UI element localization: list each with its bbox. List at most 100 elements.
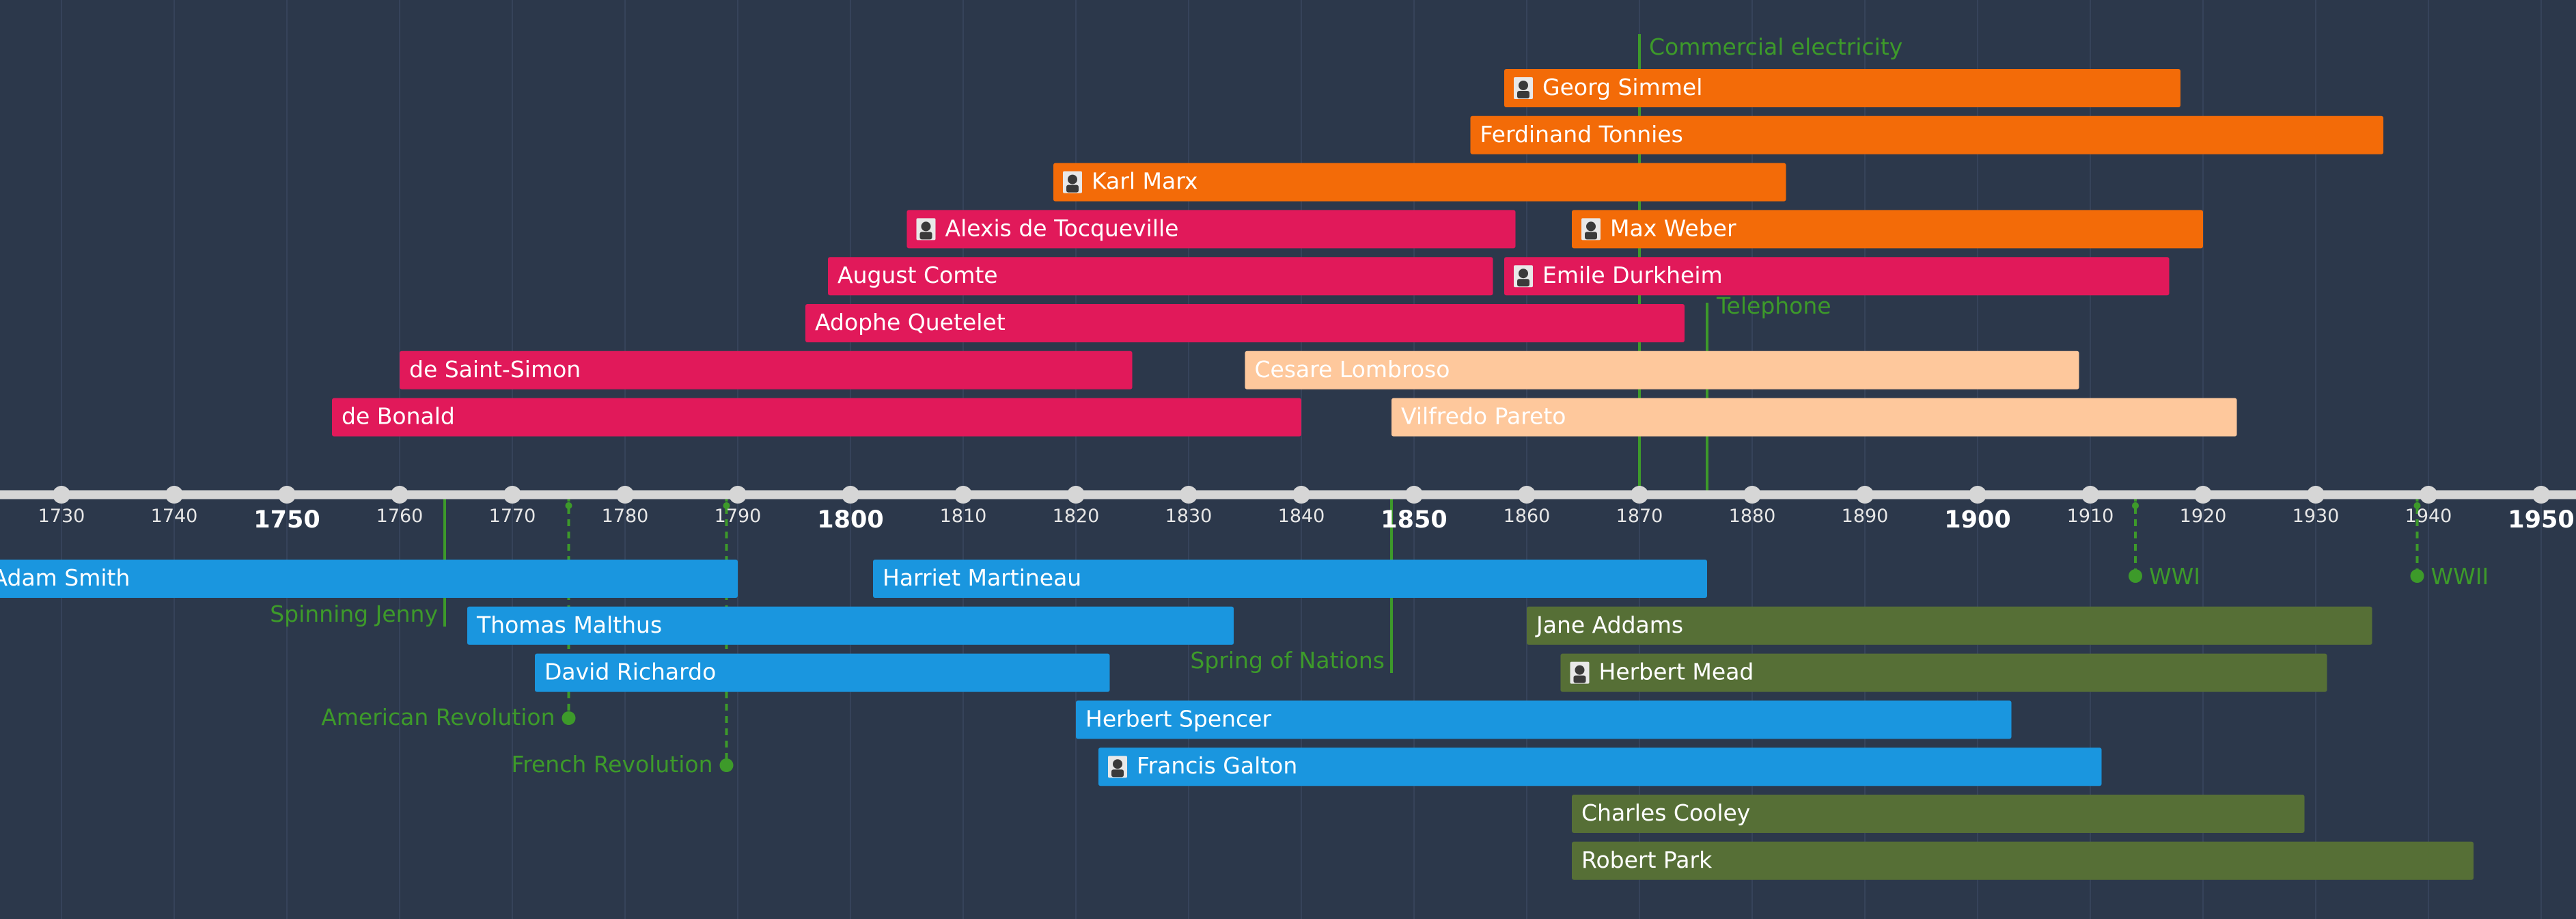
portrait-icon xyxy=(1063,171,1082,193)
axis-tick-dot xyxy=(165,486,183,504)
bar-rect[interactable] xyxy=(1572,795,2305,833)
tick-label: 1730 xyxy=(38,506,85,527)
axis-tick-dot xyxy=(2081,486,2099,504)
bar-rect[interactable] xyxy=(400,351,1133,389)
bar-rect[interactable] xyxy=(1527,606,2372,645)
axis-tick-dot xyxy=(954,486,972,504)
person-bar[interactable]: Harriet Martineau xyxy=(873,560,1707,598)
event-axis-dot xyxy=(565,502,572,509)
axis-tick-dot xyxy=(1292,486,1310,504)
person-name: de Bonald xyxy=(342,403,455,430)
bar-rect[interactable] xyxy=(1098,747,2102,786)
person-bar[interactable]: Emile Durkheim xyxy=(1504,257,2170,296)
tick-label: 1940 xyxy=(2405,506,2452,527)
event-marker xyxy=(2410,495,2424,583)
portrait-body xyxy=(1585,232,1597,240)
bar-rect[interactable] xyxy=(873,560,1707,598)
person-name: Vilfredo Pareto xyxy=(1401,403,1566,430)
person-bar[interactable]: Vilfredo Pareto xyxy=(1391,398,2237,437)
bar-rect[interactable] xyxy=(805,304,1685,342)
person-bar[interactable]: Francis Galton xyxy=(1098,747,2102,786)
person-bar[interactable]: de Bonald xyxy=(332,398,1301,437)
bar-rect[interactable] xyxy=(1053,163,1786,202)
axis-tick-dot xyxy=(391,486,408,504)
person-bar[interactable]: Cesare Lombroso xyxy=(1245,351,2079,389)
person-bar[interactable]: Herbert Mead xyxy=(1560,653,2327,692)
axis-tick-dot xyxy=(2194,486,2212,504)
portrait-body xyxy=(1517,279,1529,287)
bar-rect[interactable] xyxy=(1504,69,2180,107)
axis-tick-dot xyxy=(2307,486,2325,504)
major-tick-label: 1850 xyxy=(1381,506,1447,534)
person-bar[interactable]: David Richardo xyxy=(535,653,1110,692)
tick-label: 1930 xyxy=(2293,506,2340,527)
bar-rect[interactable] xyxy=(1076,700,2012,739)
event-label: Spinning Jenny xyxy=(270,601,438,627)
portrait-head xyxy=(1519,81,1528,90)
person-bar[interactable]: Herbert Spencer xyxy=(1076,700,2012,739)
person-bar[interactable]: Alexis de Tocqueville xyxy=(906,210,1516,249)
tick-label: 1740 xyxy=(151,506,198,527)
person-bar[interactable]: de Saint-Simon xyxy=(400,351,1133,389)
person-bar[interactable]: Jane Addams xyxy=(1527,606,2372,645)
tick-label: 1870 xyxy=(1616,506,1663,527)
axis-tick-dot xyxy=(1856,486,1874,504)
bar-rect[interactable] xyxy=(1470,115,2384,154)
portrait-head xyxy=(1575,665,1585,675)
person-name: Alexis de Tocqueville xyxy=(945,215,1179,241)
bar-rect[interactable] xyxy=(1391,398,2237,437)
major-tick-label: 1900 xyxy=(1944,506,2010,534)
person-name: Max Weber xyxy=(1610,215,1736,241)
tick-label: 1760 xyxy=(376,506,424,527)
axis-tick-dot xyxy=(729,486,747,504)
axis-tick-dot xyxy=(1405,486,1423,504)
portrait-icon xyxy=(1581,218,1601,241)
bar-rect[interactable] xyxy=(828,257,1493,296)
person-bar[interactable]: Thomas Malthus xyxy=(467,606,1234,645)
person-name: Herbert Mead xyxy=(1599,659,1754,685)
person-bar[interactable]: Ferdinand Tonnies xyxy=(1470,115,2384,154)
axis-tick-dot xyxy=(1969,486,1986,504)
person-bar[interactable]: August Comte xyxy=(828,257,1493,296)
person-name: Herbert Spencer xyxy=(1085,705,1271,732)
person-name: de Saint-Simon xyxy=(409,356,581,383)
event-dot xyxy=(719,758,734,772)
portrait-head xyxy=(1113,759,1122,769)
axis-tick-dot xyxy=(1518,486,1536,504)
bar-rect[interactable] xyxy=(1572,210,2203,249)
tick-label: 1890 xyxy=(1842,506,1889,527)
person-bar[interactable]: Max Weber xyxy=(1572,210,2203,249)
event-label-layer: Commercial electricityTelephoneSpinning … xyxy=(270,33,2489,778)
tick-label: 1810 xyxy=(940,506,987,527)
axis-tick-dot xyxy=(1067,486,1085,504)
axis-tick-dot xyxy=(616,486,634,504)
portrait-icon xyxy=(916,218,936,241)
person-bar[interactable]: Robert Park xyxy=(1572,841,2474,880)
axis-tick-dot xyxy=(1180,486,1197,504)
person-name: Adophe Quetelet xyxy=(815,309,1006,335)
person-bar[interactable]: Adophe Quetelet xyxy=(805,304,1685,342)
bar-rect[interactable] xyxy=(1572,841,2474,880)
tick-label: 1790 xyxy=(715,506,762,527)
bar-rect[interactable] xyxy=(1560,653,2327,692)
bar-rect[interactable] xyxy=(535,653,1110,692)
axis-tick-dot xyxy=(2532,486,2550,504)
person-name: Jane Addams xyxy=(1535,612,1683,638)
person-bar[interactable]: Charles Cooley xyxy=(1572,795,2305,833)
person-bar[interactable]: Adam Smith xyxy=(0,560,738,598)
tick-label: 1910 xyxy=(2067,506,2114,527)
bar-rect[interactable] xyxy=(332,398,1301,437)
bar-rect[interactable] xyxy=(1504,257,2170,296)
bar-rect[interactable] xyxy=(467,606,1234,645)
bar-rect[interactable] xyxy=(1245,351,2079,389)
person-bar[interactable]: Georg Simmel xyxy=(1504,69,2180,107)
bar-rect[interactable] xyxy=(0,560,738,598)
person-bar[interactable]: Karl Marx xyxy=(1053,163,1786,202)
axis-tick-dot xyxy=(842,486,859,504)
bar-rect[interactable] xyxy=(906,210,1516,249)
axis-tick-dot xyxy=(278,486,296,504)
event-axis-dot xyxy=(2413,502,2421,509)
